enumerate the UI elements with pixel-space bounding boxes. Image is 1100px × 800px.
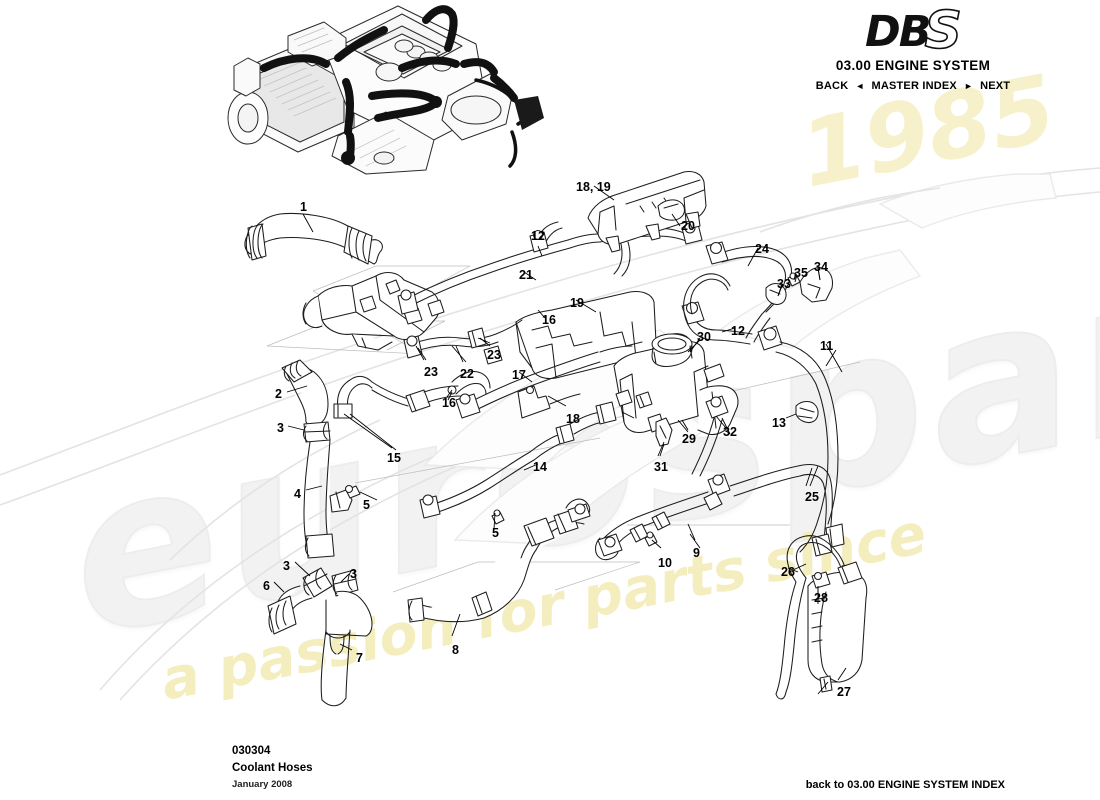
callout-number[interactable]: 3 <box>277 421 284 435</box>
part-18-19-cover <box>587 171 707 253</box>
callout-number[interactable]: 6 <box>263 579 270 593</box>
reservoir-bottle-assembly <box>775 535 868 700</box>
callout-number[interactable]: 15 <box>387 451 401 465</box>
callout-number[interactable]: 9 <box>693 546 700 560</box>
callout-number[interactable]: 18, 19 <box>576 180 611 194</box>
callout-number[interactable]: 13 <box>772 416 786 430</box>
callout-number[interactable]: 10 <box>658 556 672 570</box>
diagram-title: Coolant Hoses <box>232 761 313 774</box>
callout-number[interactable]: 25 <box>805 490 819 504</box>
back-link[interactable]: BACK <box>815 80 849 92</box>
callout-number[interactable]: 5 <box>492 526 499 540</box>
callout-number[interactable]: 12 <box>531 229 545 243</box>
logo-s-text: S <box>924 1 963 61</box>
system-title: 03.00 ENGINE SYSTEM <box>835 58 991 73</box>
callout-number[interactable]: 24 <box>755 242 769 256</box>
callout-number[interactable]: 32 <box>723 425 737 439</box>
header-nav: BACK ◄ MASTER INDEX ► NEXT <box>768 80 1058 92</box>
next-arrow-icon: ► <box>963 81 974 91</box>
callout-number[interactable]: 4 <box>294 487 301 501</box>
callout-number[interactable]: 31 <box>654 460 668 474</box>
engine-assembly-illustration <box>227 5 544 175</box>
callout-number[interactable]: 23 <box>487 348 501 362</box>
right-hose-network <box>537 241 839 557</box>
callout-number[interactable]: 34 <box>814 260 828 274</box>
radiator-hose-stack <box>267 359 373 707</box>
back-to-index-link[interactable]: back to 03.00 ENGINE SYSTEM INDEX <box>805 779 1005 791</box>
callout-number[interactable]: 12 <box>731 324 745 338</box>
callout-number[interactable]: 16 <box>542 313 556 327</box>
callout-number[interactable]: 19 <box>570 296 584 310</box>
part-14-pipe <box>419 401 617 519</box>
callout-number[interactable]: 21 <box>519 268 533 282</box>
expansion-tank-assembly <box>613 333 739 457</box>
diagram-date: January 2008 <box>232 779 293 791</box>
callout-number[interactable]: 29 <box>682 432 696 446</box>
diagram-code: 030304 <box>232 744 271 757</box>
back-arrow-icon: ◄ <box>855 81 865 91</box>
callout-number[interactable]: 30 <box>697 330 711 344</box>
callout-leader-lines <box>273 185 847 681</box>
callout-number[interactable]: 28 <box>814 591 828 605</box>
part-8-hose-assembly <box>407 498 591 623</box>
callout-number[interactable]: 35 <box>794 266 808 280</box>
callout-number[interactable]: 26 <box>781 565 795 579</box>
callout-number[interactable]: 18 <box>566 412 580 426</box>
callout-number[interactable]: 3 <box>350 567 357 581</box>
part-15-16-pipes <box>333 345 503 451</box>
callout-number[interactable]: 7 <box>356 651 363 665</box>
callout-number[interactable]: 11 <box>820 339 834 353</box>
callout-number[interactable]: 2 <box>275 387 282 401</box>
callout-number[interactable]: 20 <box>681 219 695 233</box>
logo-db-text: DB <box>865 7 931 57</box>
callout-number[interactable]: 23 <box>424 365 438 379</box>
page-footer: 030304 Coolant Hoses January 2008 back t… <box>0 740 1100 800</box>
thermostat-housing-assembly <box>302 271 445 351</box>
callout-number[interactable]: 1 <box>300 200 307 214</box>
callout-number[interactable]: 17 <box>512 368 526 382</box>
callout-number[interactable]: 5 <box>363 498 370 512</box>
callout-number[interactable]: 8 <box>452 643 459 657</box>
ghost-body-outline <box>0 167 1100 701</box>
callout-number[interactable]: 27 <box>837 685 851 699</box>
footer-left-block: 030304 Coolant Hoses January 2008 <box>232 743 313 792</box>
part-17-18-19-assembly <box>455 291 657 419</box>
callout-number[interactable]: 33 <box>777 277 791 291</box>
callout-number[interactable]: 16 <box>442 396 456 410</box>
part-1-hose <box>244 213 383 265</box>
callout-number[interactable]: 14 <box>533 460 547 474</box>
next-link[interactable]: NEXT <box>980 80 1011 92</box>
master-index-link[interactable]: MASTER INDEX <box>871 80 957 92</box>
callout-number[interactable]: 3 <box>283 559 290 573</box>
callout-number[interactable]: 22 <box>460 367 474 381</box>
